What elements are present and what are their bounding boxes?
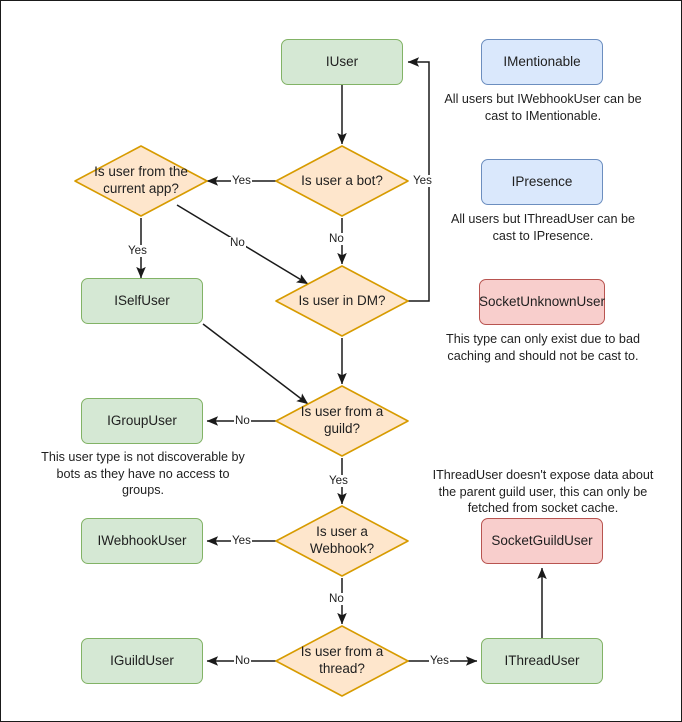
node-ipresence[interactable]: IPresence <box>481 159 603 205</box>
node-iguilduser-label: IGuildUser <box>110 652 174 668</box>
diamond-shape <box>74 145 208 217</box>
decision-is-webhook[interactable]: Is user a Webhook? <box>274 504 410 578</box>
edge-label-app-no: No <box>229 236 246 249</box>
note-ithreaduser: IThreadUser doesn't expose data about th… <box>432 468 654 516</box>
decision-is-user-a-bot-label: Is user a bot? <box>301 172 383 188</box>
node-ipresence-label: IPresence <box>511 173 573 189</box>
node-socketunknownuser[interactable]: SocketUnknownUser <box>479 279 605 325</box>
diamond-shape <box>275 145 409 217</box>
decision-from-current-app-label: Is user from the current app? <box>94 164 188 196</box>
decision-from-guild[interactable]: Is user from a guild? <box>274 384 410 458</box>
node-socketunknownuser-label: SocketUnknownUser <box>478 293 606 309</box>
edge-label-app-yes: Yes <box>127 244 148 257</box>
diamond-shape <box>275 625 409 697</box>
node-igroupuser-label: IGroupUser <box>107 412 177 428</box>
decision-from-thread-label: Is user from a thread? <box>300 644 384 676</box>
node-ithreaduser[interactable]: IThreadUser <box>481 638 603 684</box>
note-ipresence: All users but IThreadUser can be cast to… <box>450 212 636 243</box>
node-ithreaduser-label: IThreadUser <box>504 652 580 668</box>
decision-from-guild-label: Is user from a guild? <box>300 404 384 436</box>
node-iwebhookuser[interactable]: IWebhookUser <box>81 518 203 564</box>
node-iwebhookuser-label: IWebhookUser <box>97 532 187 548</box>
edge-label-bot-no: No <box>328 232 345 245</box>
edge-label-guild-yes: Yes <box>328 474 349 487</box>
node-iuser[interactable]: IUser <box>281 39 403 85</box>
decision-is-webhook-label: Is user a Webhook? <box>309 524 375 556</box>
edge-label-webhook-yes: Yes <box>231 534 252 547</box>
node-imentionable-label: IMentionable <box>503 53 581 69</box>
decision-from-thread[interactable]: Is user from a thread? <box>274 624 410 698</box>
edge-label-webhook-no: No <box>328 592 345 605</box>
node-iselfuser-label: ISelfUser <box>114 292 170 308</box>
edge-label-dm-yes: Yes <box>412 174 433 187</box>
node-iselfuser[interactable]: ISelfUser <box>81 278 203 324</box>
decision-in-dm[interactable]: Is user in DM? <box>274 264 410 338</box>
edge-label-thread-yes: Yes <box>429 654 450 667</box>
node-igroupuser[interactable]: IGroupUser <box>81 398 203 444</box>
node-socketguilduser-label: SocketGuildUser <box>491 532 593 548</box>
edge-label-thread-no: No <box>234 654 251 667</box>
diamond-shape <box>275 385 409 457</box>
node-imentionable[interactable]: IMentionable <box>481 39 603 85</box>
diamond-shape <box>275 505 409 577</box>
node-iuser-label: IUser <box>325 53 359 69</box>
edge-label-bot-yes: Yes <box>231 174 252 187</box>
node-iguilduser[interactable]: IGuildUser <box>81 638 203 684</box>
note-igroupuser: This user type is not discoverable by bo… <box>41 450 245 498</box>
node-socketguilduser[interactable]: SocketGuildUser <box>481 518 603 564</box>
decision-is-user-a-bot[interactable]: Is user a bot? <box>274 144 410 218</box>
note-imentionable: All users but IWebhookUser can be cast t… <box>444 92 642 123</box>
diamond-shape <box>275 265 409 337</box>
edge-label-guild-no: No <box>234 414 251 427</box>
note-socketunknownuser: This type can only exist due to bad cach… <box>446 332 640 363</box>
decision-from-current-app[interactable]: Is user from the current app? <box>73 144 209 218</box>
decision-in-dm-label: Is user in DM? <box>298 292 386 308</box>
